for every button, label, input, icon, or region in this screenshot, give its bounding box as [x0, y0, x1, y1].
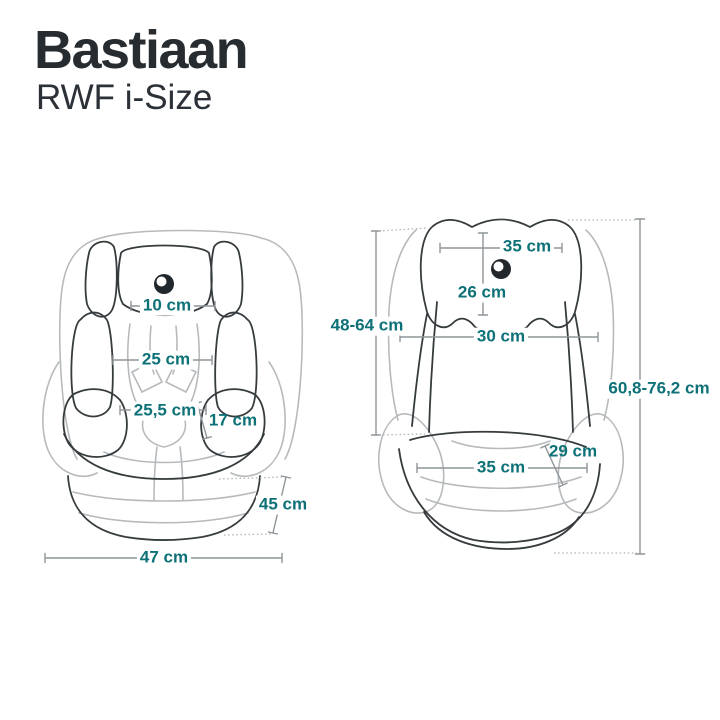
dim-label-left-backrest-inner-width: 25 cm — [138, 350, 194, 370]
left-seat-illustration — [42, 229, 304, 541]
brand-logo-icon — [154, 274, 174, 294]
dim-label-right-headrest-width: 35 cm — [499, 237, 555, 257]
dim-label-right-overall-height-range: 60,8-76,2 cm — [605, 379, 713, 399]
dim-label-left-seat-width: 25,5 cm — [130, 401, 200, 421]
brand-logo-icon — [491, 259, 511, 279]
product-title: Bastiaan — [34, 20, 249, 80]
dimension-lines — [44, 218, 646, 564]
right-seat-illustration — [378, 218, 624, 550]
dim-label-left-overall-width: 47 cm — [136, 548, 192, 568]
dim-label-right-seat-depth: 29 cm — [548, 441, 598, 461]
dim-label-right-seat-cushion-width: 35 cm — [473, 458, 529, 478]
dim-label-left-headrest-pad-width: 10 cm — [139, 296, 195, 316]
dim-label-right-backrest-height-range: 48-64 cm — [327, 316, 407, 336]
dim-label-right-backrest-width: 30 cm — [473, 327, 529, 347]
dim-label-right-headrest-height: 26 cm — [454, 283, 510, 303]
dim-label-left-base-height: 45 cm — [255, 495, 311, 515]
product-subtitle: RWF i-Size — [36, 78, 213, 117]
dim-label-left-seat-depth: 17 cm — [208, 410, 258, 430]
dotted-extension-lines — [218, 219, 637, 554]
